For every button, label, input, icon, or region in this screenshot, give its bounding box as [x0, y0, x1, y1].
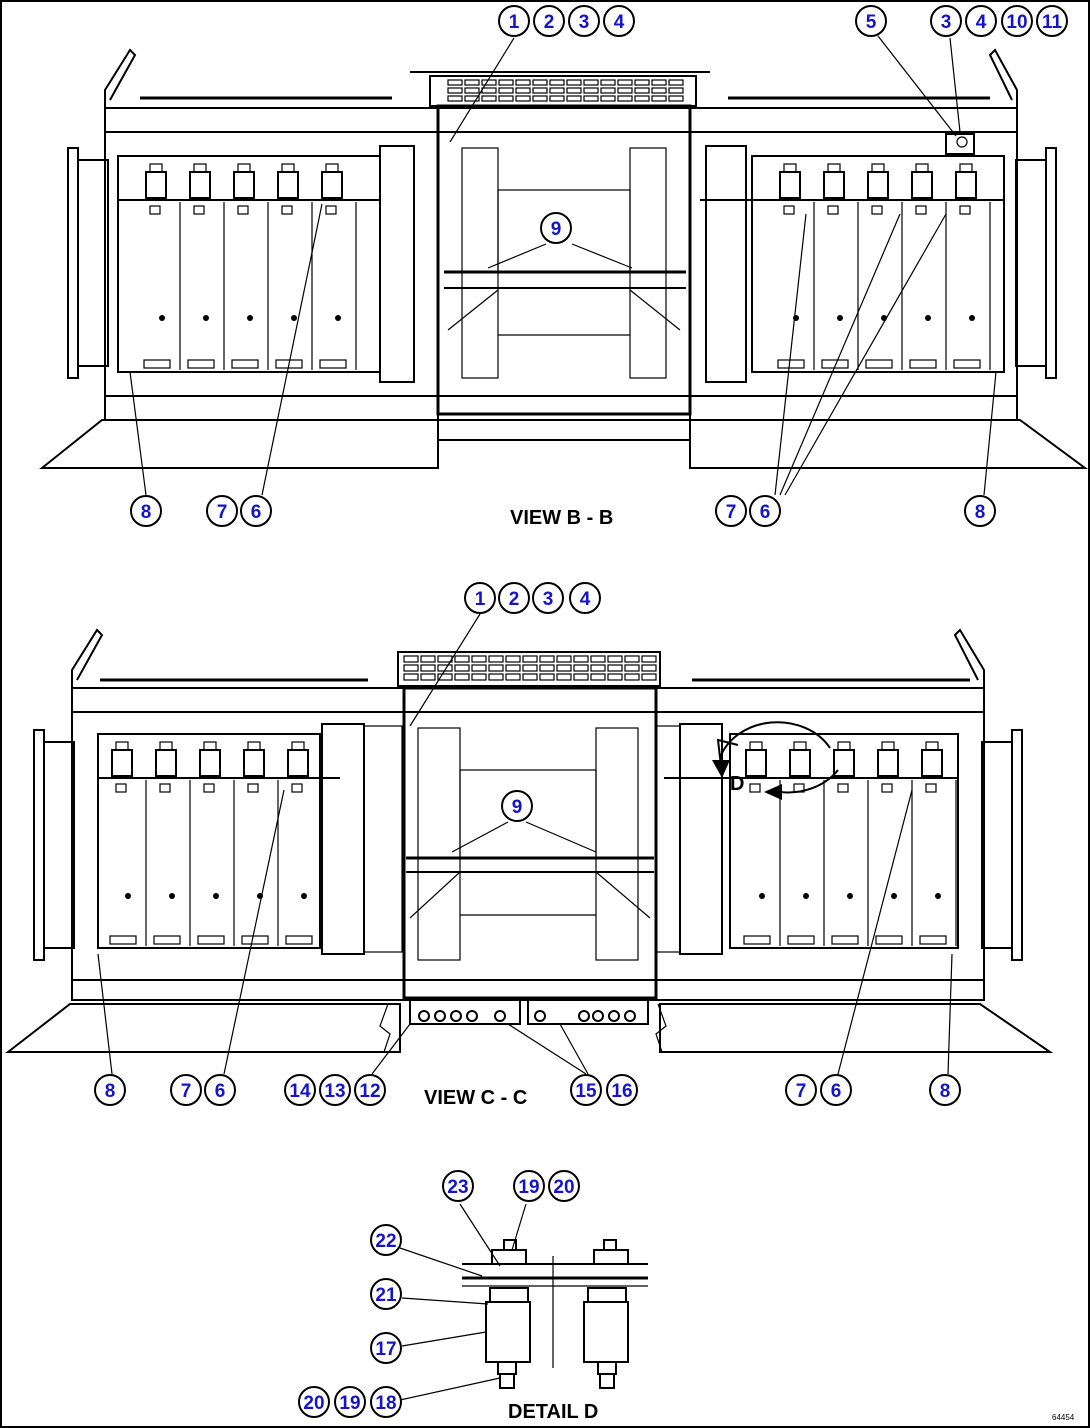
detail-d-marker: D: [730, 773, 744, 795]
svg-text:4: 4: [614, 12, 625, 33]
svg-text:20: 20: [553, 1177, 574, 1198]
callout-view-c-bottom-14: 14: [284, 1074, 316, 1106]
svg-text:5: 5: [866, 12, 877, 33]
svg-text:19: 19: [518, 1177, 539, 1198]
view-b-drawing: [39, 48, 1089, 469]
callout-view-c-bottom-left-8: 8: [94, 1074, 126, 1106]
svg-text:6: 6: [251, 502, 262, 523]
svg-text:8: 8: [975, 502, 986, 523]
callout-view-b-top-left-4: 4: [603, 5, 635, 37]
callout-view-b-bottom-right-8: 8: [964, 495, 996, 527]
svg-text:18: 18: [375, 1393, 396, 1414]
svg-text:9: 9: [512, 797, 523, 818]
callout-view-c-bottom-16: 16: [606, 1074, 638, 1106]
callout-view-c-bottom-left-6: 6: [204, 1074, 236, 1106]
callout-detail-d-20-top: 20: [548, 1170, 580, 1202]
callout-view-b-top-right-4: 4: [965, 5, 997, 37]
callout-view-b-top-left-1: 1: [498, 5, 530, 37]
callout-view-b-bottom-left-7: 7: [206, 495, 238, 527]
callout-view-b-top-left-3: 3: [568, 5, 600, 37]
callout-view-b-bottom-right-7: 7: [715, 495, 747, 527]
svg-text:1: 1: [509, 12, 520, 33]
callout-detail-d-19-bottom: 19: [334, 1386, 366, 1418]
svg-text:4: 4: [580, 589, 591, 610]
svg-text:19: 19: [339, 1393, 360, 1414]
svg-text:6: 6: [831, 1081, 842, 1102]
callouts-view-b: 1 2 3 4 5 3 4 10 11 9 8 7 6 7 6 8: [130, 5, 1068, 527]
svg-text:4: 4: [976, 12, 987, 33]
callout-view-b-bottom-left-8: 8: [130, 495, 162, 527]
view-b-caption: VIEW B - B: [510, 507, 613, 529]
callout-view-c-bottom-left-7: 7: [170, 1074, 202, 1106]
svg-text:10: 10: [1006, 12, 1027, 33]
svg-text:3: 3: [941, 12, 952, 33]
callout-view-b-top-left-2: 2: [533, 5, 565, 37]
callout-view-c-bottom-15: 15: [570, 1074, 602, 1106]
svg-text:17: 17: [375, 1339, 396, 1360]
svg-text:6: 6: [215, 1081, 226, 1102]
callout-detail-d-20-bottom: 20: [298, 1386, 330, 1418]
view-c-caption: VIEW C - C: [424, 1087, 527, 1109]
callout-view-b-top-right-5: 5: [855, 5, 887, 37]
callout-detail-d-17: 17: [370, 1332, 402, 1364]
svg-text:16: 16: [611, 1081, 632, 1102]
svg-text:8: 8: [940, 1081, 951, 1102]
svg-text:7: 7: [181, 1081, 192, 1102]
svg-text:7: 7: [726, 502, 737, 523]
svg-text:6: 6: [760, 502, 771, 523]
callout-detail-d-21: 21: [370, 1278, 402, 1310]
svg-text:13: 13: [324, 1081, 345, 1102]
callout-detail-d-23: 23: [442, 1170, 474, 1202]
callout-view-c-top-3: 3: [532, 582, 564, 614]
callout-view-c-bottom-right-7: 7: [785, 1074, 817, 1106]
callout-view-b-top-right-10: 10: [1001, 5, 1033, 37]
callout-view-c-top-4: 4: [569, 582, 601, 614]
svg-text:11: 11: [1042, 12, 1063, 33]
svg-text:8: 8: [105, 1081, 116, 1102]
svg-text:7: 7: [796, 1081, 807, 1102]
svg-text:15: 15: [575, 1081, 597, 1102]
callout-detail-d-22: 22: [370, 1224, 402, 1256]
svg-text:14: 14: [289, 1081, 311, 1102]
callout-view-b-center-9: 9: [540, 212, 572, 244]
callout-view-c-bottom-13: 13: [319, 1074, 351, 1106]
callout-view-c-center-9: 9: [501, 790, 533, 822]
detail-d-drawing: [462, 1239, 648, 1389]
callout-view-c-bottom-right-6: 6: [820, 1074, 852, 1106]
callout-view-c-top-2: 2: [498, 582, 530, 614]
view-c-drawing: D: [5, 628, 1054, 1053]
svg-text:2: 2: [509, 589, 520, 610]
svg-text:3: 3: [579, 12, 590, 33]
svg-text:7: 7: [217, 502, 228, 523]
detail-d-caption: DETAIL D: [508, 1401, 598, 1423]
callout-view-b-bottom-right-6: 6: [749, 495, 781, 527]
callouts-view-c: 1 2 3 4 9 8 7 6 14 13 12 15 16 7 6 8: [94, 582, 961, 1106]
svg-text:8: 8: [141, 502, 152, 523]
figure-code: 64454: [1052, 1413, 1075, 1422]
svg-text:22: 22: [375, 1231, 396, 1252]
callout-view-c-top-1: 1: [464, 582, 496, 614]
callout-view-c-bottom-right-8: 8: [929, 1074, 961, 1106]
svg-text:9: 9: [551, 219, 562, 240]
leader-lines: [97, 35, 997, 1401]
svg-text:21: 21: [375, 1285, 397, 1306]
svg-text:2: 2: [544, 12, 555, 33]
callouts-detail-d: 23 19 20 22 21 17 20 19 18: [298, 1170, 580, 1418]
callout-detail-d-18: 18: [370, 1386, 402, 1418]
svg-text:3: 3: [543, 589, 554, 610]
callout-detail-d-19-top: 19: [513, 1170, 545, 1202]
callout-view-b-bottom-left-6: 6: [240, 495, 272, 527]
svg-text:12: 12: [359, 1081, 380, 1102]
callout-view-b-top-right-3: 3: [930, 5, 962, 37]
callout-view-b-top-right-11: 11: [1036, 5, 1068, 37]
svg-text:20: 20: [303, 1393, 324, 1414]
svg-text:23: 23: [447, 1177, 468, 1198]
callout-view-c-bottom-12: 12: [354, 1074, 386, 1106]
svg-text:1: 1: [475, 589, 486, 610]
